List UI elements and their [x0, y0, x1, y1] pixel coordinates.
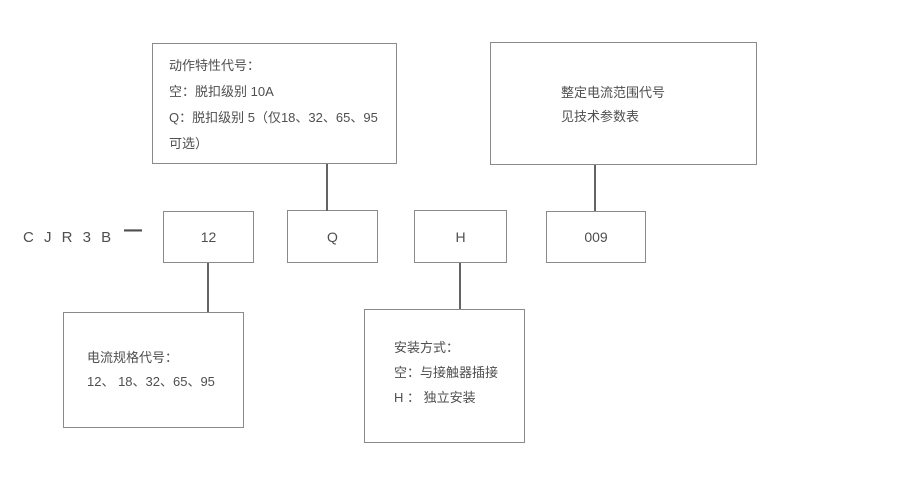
note-line: 电流规格代号：: [87, 350, 179, 365]
note-line: Q：脱扣级别 5（仅18、32、65、95: [169, 110, 378, 125]
connector-action-characteristic: [326, 164, 328, 211]
note-current-spec: 电流规格代号： 12、 18、32、65、95: [63, 312, 244, 428]
code-box-action-characteristic: Q: [287, 210, 378, 263]
connector-current-spec: [207, 263, 209, 312]
model-separator-dash: —: [124, 217, 142, 241]
note-action-characteristic: 动作特性代号： 空：脱扣级别 10A Q：脱扣级别 5（仅18、32、65、95…: [152, 43, 397, 164]
note-line: 空：脱扣级别 10A: [169, 84, 274, 99]
note-line: 安装方式：: [394, 340, 460, 355]
code-box-current-range: 009: [546, 211, 646, 263]
note-line: 可选）: [169, 136, 209, 151]
note-line: 见技术参数表: [561, 109, 640, 124]
note-current-range: 整定电流范围代号 见技术参数表: [490, 42, 757, 165]
note-line: H ： 独立安装: [394, 390, 476, 405]
note-line: 动作特性代号：: [169, 58, 261, 73]
model-prefix-label: C J R 3 B: [23, 229, 115, 246]
connector-mounting: [459, 263, 461, 309]
code-box-mounting: H: [414, 210, 507, 263]
note-line: 12、 18、32、65、95: [87, 374, 215, 389]
note-line: 整定电流范围代号: [561, 85, 666, 100]
note-mounting: 安装方式： 空：与接触器插接 H ： 独立安装: [364, 309, 525, 443]
connector-current-range: [594, 165, 596, 211]
note-line: 空：与接触器插接: [394, 365, 499, 380]
code-box-current-spec: 12: [163, 211, 254, 263]
